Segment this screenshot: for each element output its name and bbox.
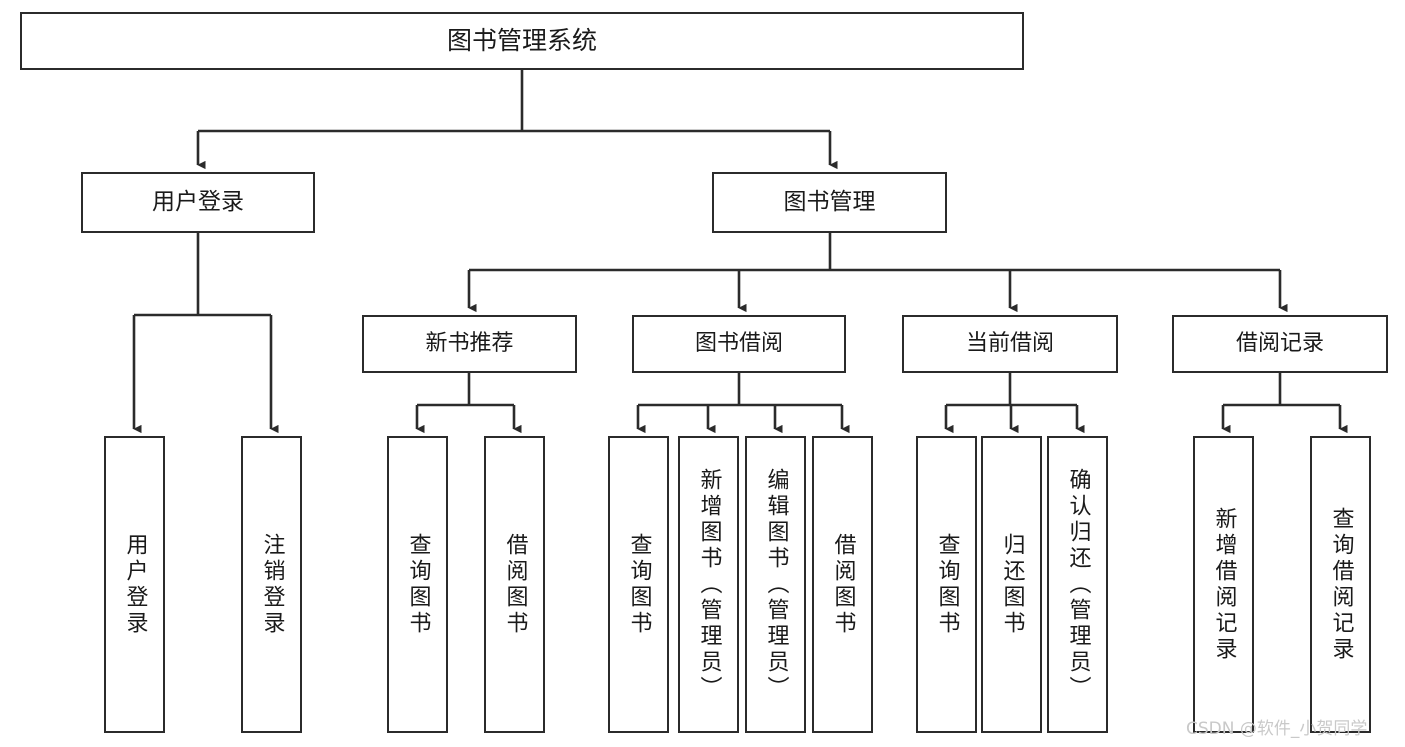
node-label: 用户登录 xyxy=(122,532,148,637)
leaf-logout[interactable]: 注销登录 xyxy=(241,436,302,733)
leaf-user-login[interactable]: 用户登录 xyxy=(104,436,165,733)
node-label: 借阅图书 xyxy=(502,532,528,637)
leaf-borrow-book-recommend[interactable]: 借阅图书 xyxy=(484,436,545,733)
leaf-edit-book-admin[interactable]: 编辑图书（管理员） xyxy=(745,436,806,733)
node-label: 编辑图书（管理员） xyxy=(763,467,789,702)
node-borrowing-records[interactable]: 借阅记录 xyxy=(1172,315,1388,373)
node-book-management[interactable]: 图书管理 xyxy=(712,172,947,233)
node-book-borrowing[interactable]: 图书借阅 xyxy=(632,315,846,373)
node-current-borrowing[interactable]: 当前借阅 xyxy=(902,315,1118,373)
node-label: 当前借阅 xyxy=(965,331,1054,357)
node-new-book-recommendation[interactable]: 新书推荐 xyxy=(362,315,577,373)
node-label: 查询图书 xyxy=(626,532,652,637)
leaf-borrow-book[interactable]: 借阅图书 xyxy=(812,436,873,733)
leaf-add-borrowing-record[interactable]: 新增借阅记录 xyxy=(1193,436,1254,733)
node-label: 归还图书 xyxy=(999,532,1025,637)
node-label: 确认归还（管理员） xyxy=(1065,467,1091,702)
leaf-query-book-borrowing[interactable]: 查询图书 xyxy=(608,436,669,733)
leaf-query-book-recommend[interactable]: 查询图书 xyxy=(387,436,448,733)
node-label: 用户登录 xyxy=(152,188,244,215)
node-user-login[interactable]: 用户登录 xyxy=(81,172,315,233)
leaf-add-book-admin[interactable]: 新增图书（管理员） xyxy=(678,436,739,733)
node-label: 借阅图书 xyxy=(830,532,856,637)
node-label: 注销登录 xyxy=(259,532,285,637)
node-label: 新增图书（管理员） xyxy=(696,467,722,702)
leaf-query-book-current[interactable]: 查询图书 xyxy=(916,436,977,733)
node-label: 查询借阅记录 xyxy=(1328,506,1354,663)
node-label: 查询图书 xyxy=(934,532,960,637)
node-label: 新书推荐 xyxy=(425,331,514,357)
node-label: 图书借阅 xyxy=(694,331,783,357)
leaf-confirm-return-admin[interactable]: 确认归还（管理员） xyxy=(1047,436,1108,733)
node-label: 图书管理 xyxy=(783,188,876,215)
leaf-query-borrowing-record[interactable]: 查询借阅记录 xyxy=(1310,436,1371,733)
node-label: 查询图书 xyxy=(405,532,431,637)
node-label: 新增借阅记录 xyxy=(1211,506,1237,663)
leaf-return-book[interactable]: 归还图书 xyxy=(981,436,1042,733)
node-label: 借阅记录 xyxy=(1235,331,1324,357)
node-root-library-management-system[interactable]: 图书管理系统 xyxy=(20,12,1024,70)
node-label: 图书管理系统 xyxy=(446,26,597,56)
